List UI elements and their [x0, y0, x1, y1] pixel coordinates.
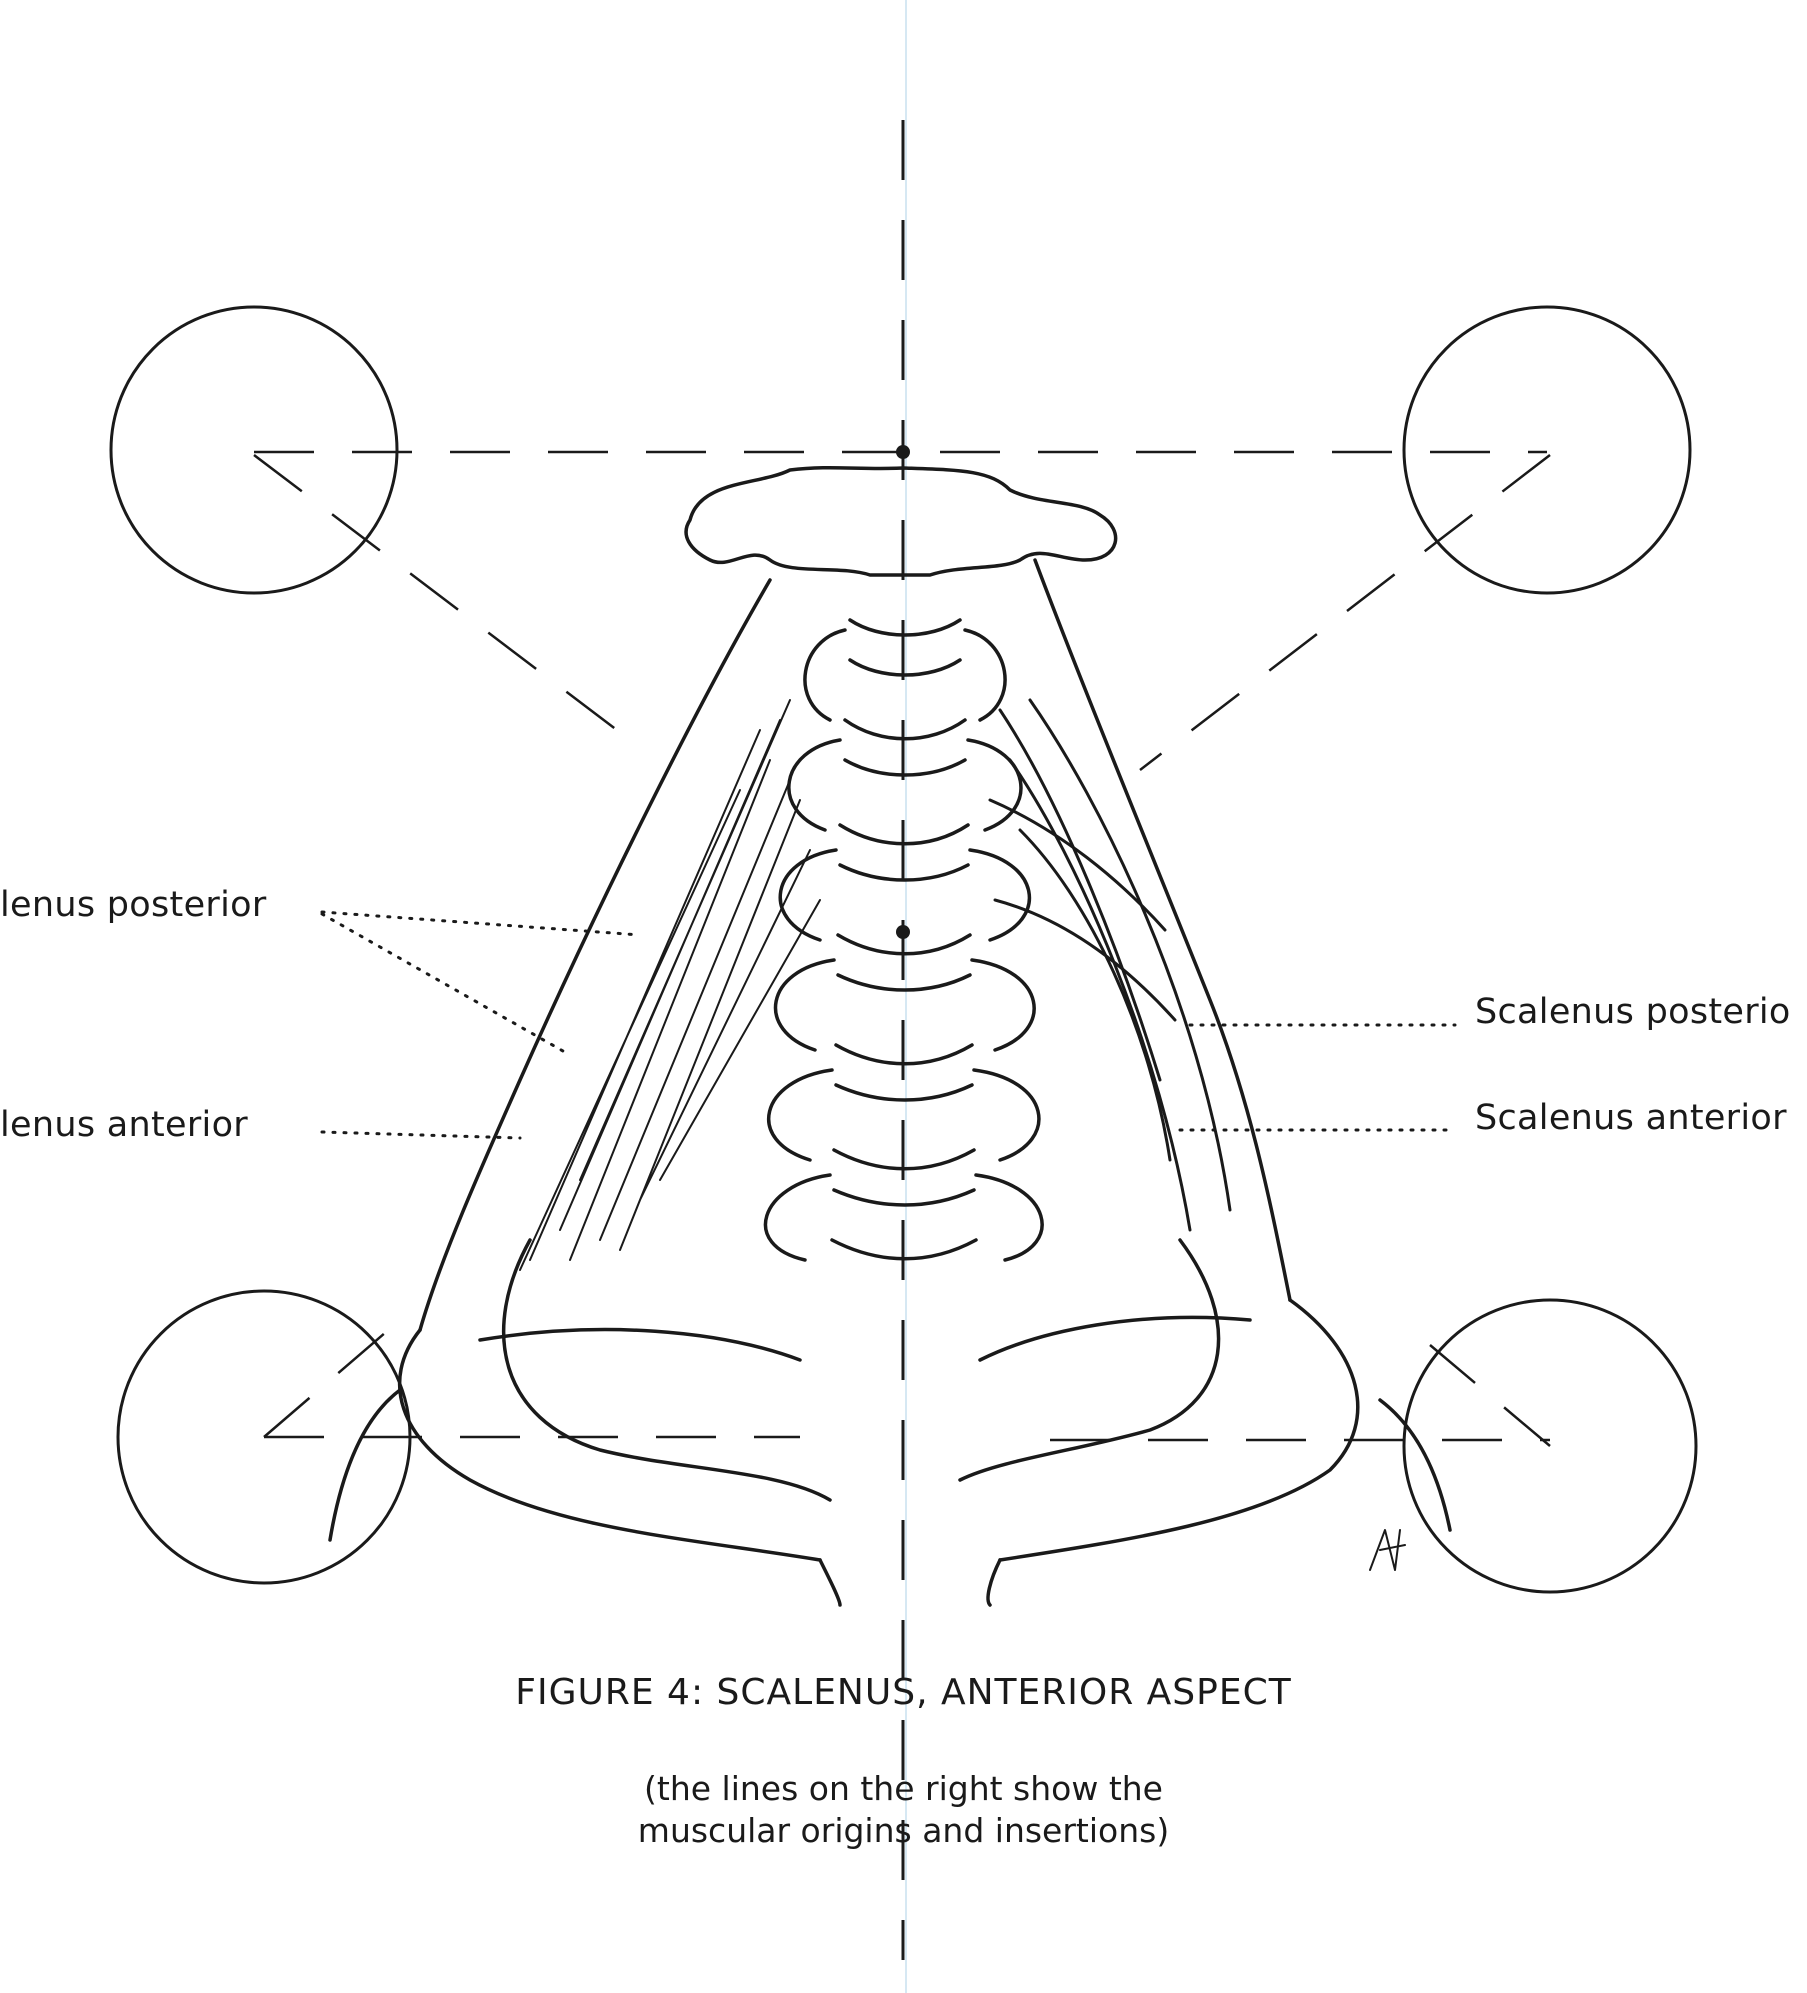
circle-top-left	[109, 305, 399, 595]
second-rib	[501, 1238, 1221, 1502]
scalenus-lines-right	[988, 698, 1232, 1232]
figure-subtitle-line1: (the lines on the right show the	[644, 1769, 1163, 1808]
circle-bottom-right	[1402, 1298, 1698, 1594]
label-right-scalenus-posterior: Scalenus posterio	[1475, 992, 1791, 1032]
axis-dot-center	[896, 925, 910, 939]
sternum-left	[818, 1558, 842, 1607]
figure-title: FIGURE 4: SCALENUS, ANTERIOR ASPECT	[515, 1672, 1292, 1713]
label-left-scalenus-anterior: lenus anterior	[0, 1105, 248, 1145]
label-right-scalenus-anterior: Scalenus anterior	[1475, 1098, 1787, 1138]
neck-anatomy-drawing	[328, 465, 1452, 1607]
scalenus-muscle-left	[519, 699, 821, 1271]
figure-subtitle: (the lines on the right show the muscula…	[0, 1768, 1807, 1852]
circle-top-right	[1402, 305, 1692, 595]
atlas-vertebra	[684, 465, 1118, 577]
sternum-right	[986, 1558, 1002, 1607]
inner-rib	[478, 1315, 1252, 1362]
label-left-scalenus-posterior: lenus posterior	[0, 885, 267, 925]
first-rib	[397, 1298, 1360, 1562]
neck-outline-right	[1033, 558, 1292, 1302]
figure-subtitle-line2: muscular origins and insertions)	[637, 1811, 1170, 1850]
leader-lines	[320, 910, 1457, 1140]
axis-dot-top	[896, 445, 910, 459]
shoulder-right	[1378, 1398, 1452, 1532]
neck-outline-left	[418, 578, 772, 1332]
vertebral-column	[763, 618, 1044, 1262]
artist-monogram	[1369, 1529, 1406, 1571]
dashed-guides	[253, 450, 1551, 1447]
shoulder-left	[328, 1388, 402, 1542]
